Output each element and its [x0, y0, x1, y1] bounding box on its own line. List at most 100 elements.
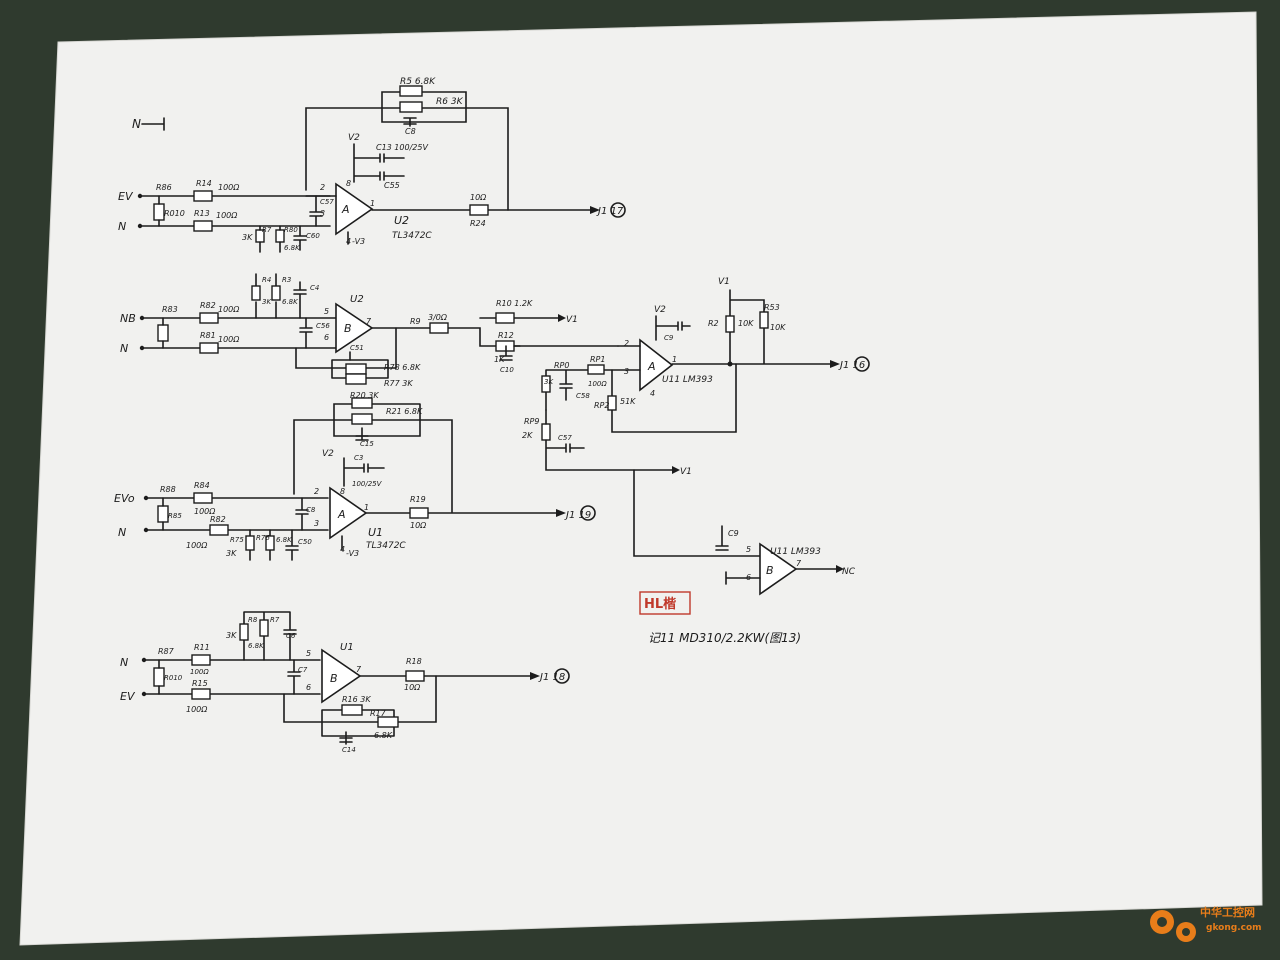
label-r12: R12: [498, 331, 514, 340]
pin-8: 8: [346, 179, 351, 188]
value-r17: 6.8K: [374, 731, 393, 740]
label-r16: R16 3K: [342, 695, 371, 704]
net-label-n-3: N: [118, 526, 126, 539]
output-j1-19: J1 19: [564, 510, 591, 521]
label-u2-part: TL3472C: [392, 231, 432, 241]
resistor-r18: [405, 670, 425, 682]
n-marker: N: [132, 117, 165, 131]
label-r7: R7: [262, 226, 272, 234]
resistor-r13: [193, 220, 213, 232]
resistor-r17: [377, 716, 399, 728]
label-r3: R3: [282, 276, 291, 284]
resistor-r20: [351, 397, 373, 409]
output-j1-16: J1 16: [838, 360, 865, 371]
pin-3-u1: 3: [314, 519, 319, 528]
opamp-u2-a: [335, 182, 374, 236]
label-r15: R15: [192, 679, 208, 688]
resistor-r75: [245, 535, 255, 551]
label-c8: C8: [405, 127, 416, 136]
value-c3: 100/25V: [352, 480, 383, 488]
resistor-r24: [469, 204, 489, 216]
label-r4: R4: [262, 276, 271, 284]
gear-icon: [1150, 910, 1196, 942]
resistor-r81: [199, 342, 219, 354]
label-rp1: RP1: [590, 355, 605, 364]
value-rp0: 3K: [544, 378, 554, 386]
label-c6: C6: [286, 632, 296, 640]
resistor-r12: [495, 340, 515, 352]
watermark-url: gkong.com: [1206, 923, 1262, 933]
value-r18: 10Ω: [404, 683, 421, 692]
value-rp2: 51K: [620, 397, 636, 406]
label-c57b: C57: [558, 434, 572, 442]
gkong-watermark: 中华工控网 gkong.com: [1150, 905, 1262, 942]
resistor-r84: [193, 492, 213, 504]
label-c57: C57: [320, 198, 334, 206]
resistor-r85: [157, 505, 169, 523]
pin-7: 7: [366, 317, 372, 326]
resistor-r8: [239, 623, 249, 641]
label-r78: R78 6.8K: [384, 363, 421, 372]
value-r82: 100Ω: [218, 305, 240, 314]
value-r8-2: 6.8K: [248, 642, 265, 650]
resistor-r10: [495, 312, 515, 324]
label-r24: R24: [470, 219, 486, 228]
pin-2: 2: [320, 183, 325, 192]
label-c14: C14: [342, 746, 356, 754]
value-r4: 3K: [262, 298, 272, 306]
resistor-r77: [345, 373, 367, 385]
value-r75: 3K: [226, 549, 237, 558]
label-r77: R77 3K: [384, 379, 413, 388]
label-r19: R19: [410, 495, 426, 504]
label-c56: C56: [316, 322, 330, 330]
net-label-v2-u1: V2: [322, 449, 334, 459]
net-label-neg-v3: -V3: [352, 237, 365, 246]
net-label-v2: V2: [348, 133, 360, 143]
value-r19: 10Ω: [410, 521, 427, 530]
label-c3: C3: [354, 454, 363, 462]
pin-1-u11: 1: [672, 355, 677, 364]
resistor-r80: [275, 229, 285, 243]
label-r86: R86: [156, 183, 172, 192]
net-label-ev-4: EV: [120, 690, 136, 703]
resistor-rp2: [607, 395, 617, 411]
label-c51: C51: [350, 344, 364, 352]
value-r9: 3/0Ω: [428, 313, 448, 322]
pin-7-u11: 7: [796, 559, 802, 568]
resistor-r010-4: [153, 667, 165, 687]
opamp-u1-a: [329, 486, 368, 540]
label-r21: R21 6.8K: [386, 407, 423, 416]
label-r87: R87: [158, 647, 175, 656]
label-c60: C60: [306, 232, 320, 240]
value-r15: 100Ω: [186, 705, 208, 714]
value-r14: 100Ω: [218, 183, 240, 192]
opamp-u2-b: [335, 302, 374, 354]
resistor-r78: [345, 363, 367, 375]
resistor-r21: [351, 413, 373, 425]
label-c58: C58: [576, 392, 590, 400]
circuit-u2-b: NB N R83 R82 100Ω R81 100Ω R4 3K R3 6.8K…: [120, 273, 619, 388]
net-label-nc: NC: [842, 567, 856, 577]
resistor-r3: [271, 285, 281, 301]
label-c9-u11: C9: [664, 334, 674, 342]
label-r9: R9: [410, 317, 421, 326]
drawing-caption: 记11 MD310/2.2KW(图13): [648, 631, 801, 645]
resistor-r4: [251, 285, 261, 301]
label-r5: R5 6.8K: [400, 77, 436, 87]
value-r76: 6.8K: [276, 536, 293, 544]
pin-6: 6: [324, 333, 329, 342]
pin-1: 1: [370, 199, 375, 208]
label-c8b: C8: [306, 506, 316, 514]
resistor-r14: [193, 190, 213, 202]
pin-2-u11: 2: [624, 339, 629, 348]
resistor-r5: [399, 85, 423, 97]
label-r11: R11: [194, 643, 210, 652]
red-seal: HL楷: [639, 591, 691, 615]
pin-4-u11: 4: [650, 389, 655, 398]
label-r84: R84: [194, 481, 210, 490]
label-u11b-section: B: [766, 564, 774, 577]
label-r2: R2: [708, 319, 719, 328]
resistor-r53: [759, 311, 769, 329]
label-rp2: RP2: [594, 401, 609, 410]
net-label-v1-a: V1: [566, 315, 578, 325]
